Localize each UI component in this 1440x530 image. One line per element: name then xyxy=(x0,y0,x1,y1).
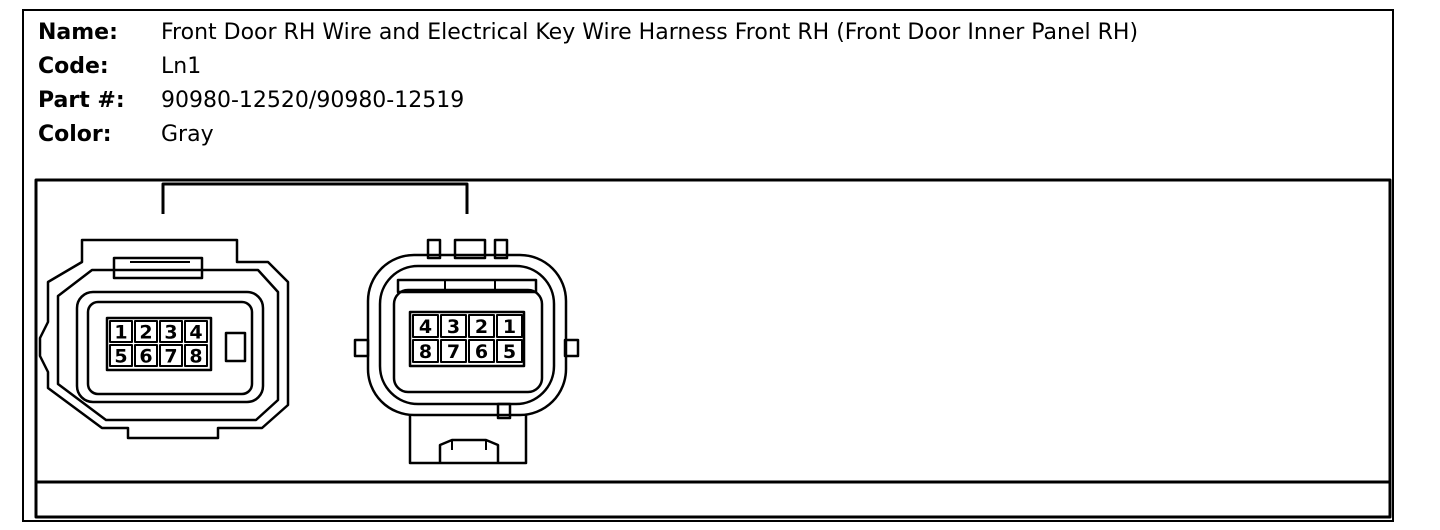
female-pin-cell-6 xyxy=(134,344,158,367)
female-pin-label-5: 5 xyxy=(114,346,127,368)
male-pin-cell-4 xyxy=(412,314,439,338)
code-value: Ln1 xyxy=(161,54,202,79)
male-pin-label-6: 6 xyxy=(475,341,488,363)
code-label: Code: xyxy=(38,54,109,79)
male-pin-label-5: 5 xyxy=(503,341,516,363)
color-label: Color: xyxy=(38,122,112,147)
female-pin-label-1: 1 xyxy=(114,322,127,344)
female-pin-cell-5 xyxy=(109,344,133,367)
male-top-tab-right xyxy=(493,238,509,260)
female-pin-label-2: 2 xyxy=(139,322,152,344)
male-latch-clip xyxy=(438,438,500,463)
male-pin-label-7: 7 xyxy=(447,341,460,363)
female-connector xyxy=(38,238,290,440)
code-row: Code: Ln1 xyxy=(38,50,1138,84)
male-pin-cell-7 xyxy=(440,339,467,363)
male-side-ear-left xyxy=(353,338,370,358)
female-pin-cell-2 xyxy=(134,320,158,343)
connector-info-header: Name: Front Door RH Wire and Electrical … xyxy=(38,16,1138,152)
color-value: Gray xyxy=(161,122,214,147)
female-pin-cell-1 xyxy=(109,320,133,343)
male-top-tab-left xyxy=(426,238,442,260)
mating-bracket xyxy=(161,182,469,214)
female-pin-label-3: 3 xyxy=(164,322,177,344)
male-top-tab-center xyxy=(453,238,487,260)
male-pin-label-8: 8 xyxy=(419,341,432,363)
diagram-frame xyxy=(22,9,1394,522)
female-side-key xyxy=(224,331,247,363)
part-number-label: Part #: xyxy=(38,88,125,113)
female-pin-cell-8 xyxy=(184,344,208,367)
male-housing-outer xyxy=(366,253,568,417)
part-number-row: Part #: 90980-12520/90980-12519 xyxy=(38,84,1138,118)
female-inner-cavity xyxy=(75,290,265,404)
male-pin-cell-2 xyxy=(468,314,495,338)
female-pin-label-8: 8 xyxy=(189,346,202,368)
female-pin-label-6: 6 xyxy=(139,346,152,368)
female-inner-rim xyxy=(86,300,254,396)
name-value: Front Door RH Wire and Electrical Key Wi… xyxy=(161,20,1139,45)
male-connector xyxy=(353,238,580,465)
male-pin-cell-1 xyxy=(496,314,523,338)
female-lock-tab xyxy=(112,256,204,280)
color-row: Color: Gray xyxy=(38,118,1138,152)
female-housing-inner xyxy=(56,268,280,422)
female-housing-outer xyxy=(38,238,290,440)
male-pin-label-1: 1 xyxy=(503,316,516,338)
name-row: Name: Front Door RH Wire and Electrical … xyxy=(38,16,1138,50)
male-pin-label-3: 3 xyxy=(447,316,460,338)
diagram-panel xyxy=(34,178,1392,519)
male-pin-cell-8 xyxy=(412,339,439,363)
male-top-rail xyxy=(396,278,538,294)
male-latch-body xyxy=(408,415,528,465)
male-pin-cell-6 xyxy=(468,339,495,363)
female-pin-label-7: 7 xyxy=(164,346,177,368)
male-pin-label-2: 2 xyxy=(475,316,488,338)
male-housing-inner xyxy=(378,264,556,406)
male-inner-cavity xyxy=(392,288,544,394)
male-pin-cell-5 xyxy=(496,339,523,363)
female-pin-block xyxy=(105,316,213,372)
part-number-value: 90980-12520/90980-12519 xyxy=(161,88,465,113)
female-pin-cell-7 xyxy=(159,344,183,367)
female-pin-cell-4 xyxy=(184,320,208,343)
male-pin-label-4: 4 xyxy=(419,316,432,338)
female-pin-label-4: 4 xyxy=(189,322,202,344)
male-pin-cell-3 xyxy=(440,314,467,338)
male-pin-block xyxy=(408,310,526,368)
female-pin-cell-3 xyxy=(159,320,183,343)
name-label: Name: xyxy=(38,20,118,45)
male-bottom-notch xyxy=(496,402,512,420)
